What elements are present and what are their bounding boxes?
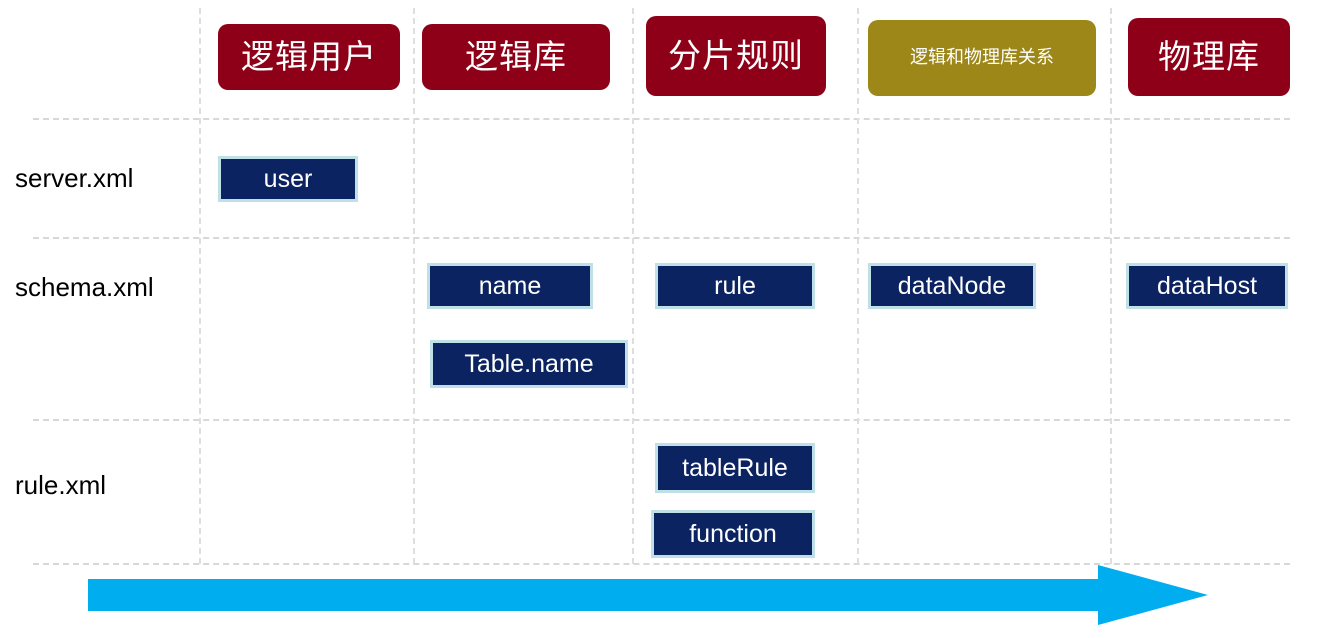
grid-hline-3	[33, 563, 1290, 565]
grid-hline-1	[33, 237, 1290, 239]
column-header-2: 分片规则	[646, 16, 826, 96]
row-label-0: server.xml	[15, 163, 134, 193]
flow-direction-arrow	[88, 565, 1208, 625]
config-element-1: name	[427, 263, 593, 309]
grid-vline-2	[632, 8, 634, 564]
column-header-1: 逻辑库	[422, 24, 610, 90]
grid-vline-1	[413, 8, 415, 564]
config-element-5: dataHost	[1126, 263, 1288, 309]
column-header-3: 逻辑和物理库关系	[868, 20, 1096, 96]
config-element-0: user	[218, 156, 358, 202]
grid-hline-2	[33, 419, 1290, 421]
row-label-1: schema.xml	[15, 272, 154, 302]
grid-vline-0	[199, 8, 201, 564]
config-element-7: function	[651, 510, 815, 558]
grid-vline-3	[857, 8, 859, 564]
config-element-2: Table.name	[430, 340, 628, 388]
column-header-4: 物理库	[1128, 18, 1290, 96]
column-header-0: 逻辑用户	[218, 24, 400, 90]
row-label-2: rule.xml	[15, 470, 107, 500]
grid-vline-4	[1110, 8, 1112, 564]
arrow-shape	[88, 565, 1208, 625]
config-element-6: tableRule	[655, 443, 815, 493]
config-element-4: dataNode	[868, 263, 1036, 309]
grid-hline-0	[33, 118, 1290, 120]
config-element-3: rule	[655, 263, 815, 309]
